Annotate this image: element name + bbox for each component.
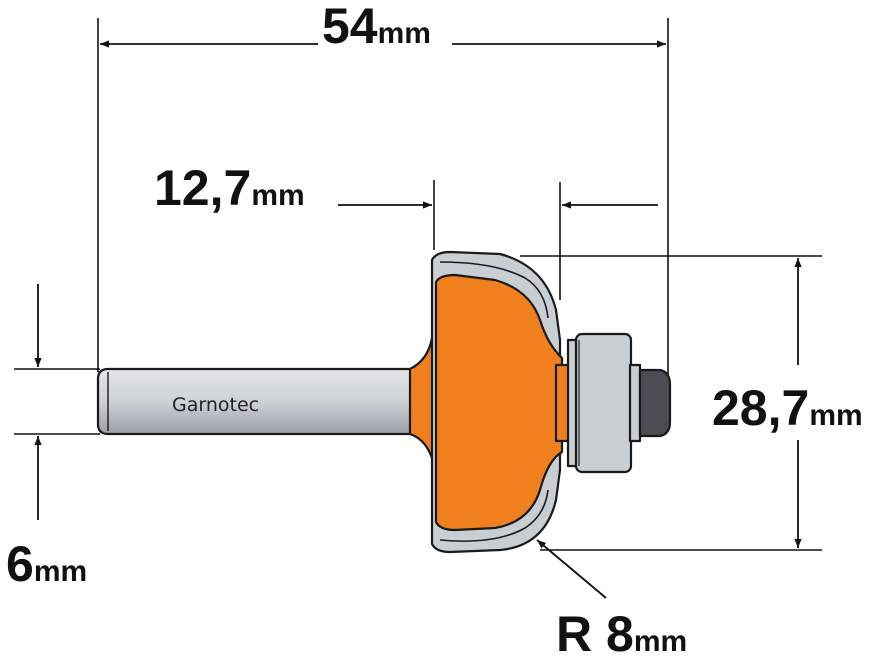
- neck: [408, 336, 436, 467]
- dim-label-shank-diameter: 6mm: [6, 536, 87, 592]
- shank: [96, 367, 414, 436]
- radius-leader: [536, 539, 607, 599]
- bearing: [574, 332, 633, 474]
- dimension-lines: [34, 40, 802, 599]
- dim-label-cutting-length: 12,7mm: [154, 160, 305, 216]
- extension-lines: [14, 18, 822, 551]
- router-bit: [96, 250, 672, 554]
- cutter-body: [434, 273, 564, 532]
- dim-label-cutting-diameter: 28,7mm: [712, 380, 863, 436]
- dim-label-radius: R 8mm: [556, 606, 687, 661]
- dim-label-overall-length: 54mm: [322, 0, 431, 54]
- bearing-screw: [638, 368, 672, 438]
- brand-text: Garnotec: [172, 394, 259, 416]
